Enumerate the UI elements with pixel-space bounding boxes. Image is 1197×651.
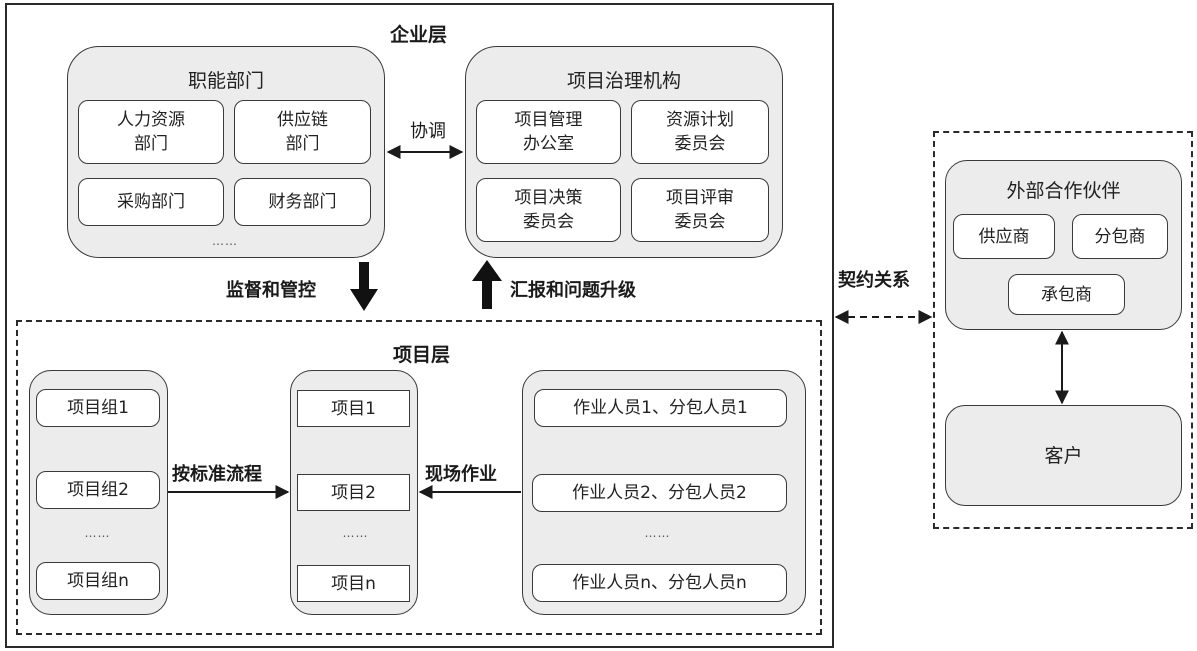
partner-subcontractor-label: 分包商 [1094,226,1146,247]
project-2-label: 项目2 [331,482,376,503]
worker-1[interactable]: 作业人员1、分包人员1 [534,389,787,427]
project-n-label: 项目n [331,573,376,594]
resource-planning-committee[interactable]: 资源计划 委员会 [631,100,769,164]
worker-2-label: 作业人员2、分包人员2 [572,483,747,503]
project-decision-committee[interactable]: 项目决策 委员会 [476,178,621,242]
project-1-label: 项目1 [331,398,376,419]
external-partners-title: 外部合作伙伴 [1006,180,1121,202]
project-n[interactable]: 项目n [297,565,410,602]
project-1[interactable]: 项目1 [297,390,410,427]
partner-subcontractor[interactable]: 分包商 [1072,214,1168,259]
partner-contractor-label: 承包商 [1041,284,1092,305]
resource-planning-committee-label: 资源计划 委员会 [666,110,734,154]
customer-box[interactable]: 客户 [945,405,1182,506]
field-work-label: 现场作业 [425,464,497,485]
dept-ellipsis: …… [212,234,238,248]
report-label: 汇报和问题升级 [510,280,636,301]
project-group-1-label: 项目组1 [67,398,129,418]
functional-departments-title: 职能部门 [187,70,264,92]
worker-n[interactable]: 作业人员n、分包人员n [532,564,787,602]
dept-supply-chain[interactable]: 供应链 部门 [234,100,371,164]
supervision-label: 监督和管控 [226,280,316,301]
dept-finance[interactable]: 财务部门 [234,178,371,226]
partner-supplier[interactable]: 供应商 [953,214,1055,259]
project-group-2[interactable]: 项目组2 [36,471,160,509]
dept-finance-label: 财务部门 [268,192,337,212]
worker-n-label: 作业人员n、分包人员n [572,573,747,593]
pmo[interactable]: 项目管理 办公室 [476,100,621,164]
workers-ellipsis: …… [644,526,671,540]
dept-hr-label: 人力资源 部门 [117,110,185,154]
project-layer-label: 项目层 [393,344,451,366]
projects-ellipsis: …… [342,526,369,540]
dept-procurement[interactable]: 采购部门 [78,178,224,226]
contract-label: 契约关系 [838,270,910,291]
enterprise-layer-label: 企业层 [390,24,448,46]
project-group-1[interactable]: 项目组1 [36,389,160,427]
coordination-label: 协调 [410,121,446,142]
project-governance-title: 项目治理机构 [566,70,681,92]
project-group-n-label: 项目组n [67,571,129,591]
project-2[interactable]: 项目2 [297,474,410,511]
pmo-label: 项目管理 办公室 [514,110,583,154]
worker-1-label: 作业人员1、分包人员1 [573,398,748,418]
project-layer-frame [16,320,822,635]
standard-process-label: 按标准流程 [172,464,262,485]
project-decision-committee-label: 项目决策 委员会 [514,188,583,232]
partner-contractor[interactable]: 承包商 [1008,274,1125,315]
project-review-committee[interactable]: 项目评审 委员会 [631,178,769,242]
customer-label: 客户 [1044,444,1083,467]
dept-hr[interactable]: 人力资源 部门 [78,100,224,164]
worker-2[interactable]: 作业人员2、分包人员2 [532,474,787,512]
partner-supplier-label: 供应商 [978,226,1030,247]
dept-procurement-label: 采购部门 [117,192,185,212]
external-frame [933,131,1193,529]
dept-supply-chain-label: 供应链 部门 [277,110,328,154]
report-arrow [472,260,502,309]
project-group-n[interactable]: 项目组n [36,562,160,600]
supervision-arrow [350,262,378,311]
enterprise-layer-frame [5,3,834,648]
project-groups-ellipsis: …… [84,526,111,540]
project-review-committee-label: 项目评审 委员会 [666,188,734,232]
project-group-2-label: 项目组2 [67,480,129,500]
